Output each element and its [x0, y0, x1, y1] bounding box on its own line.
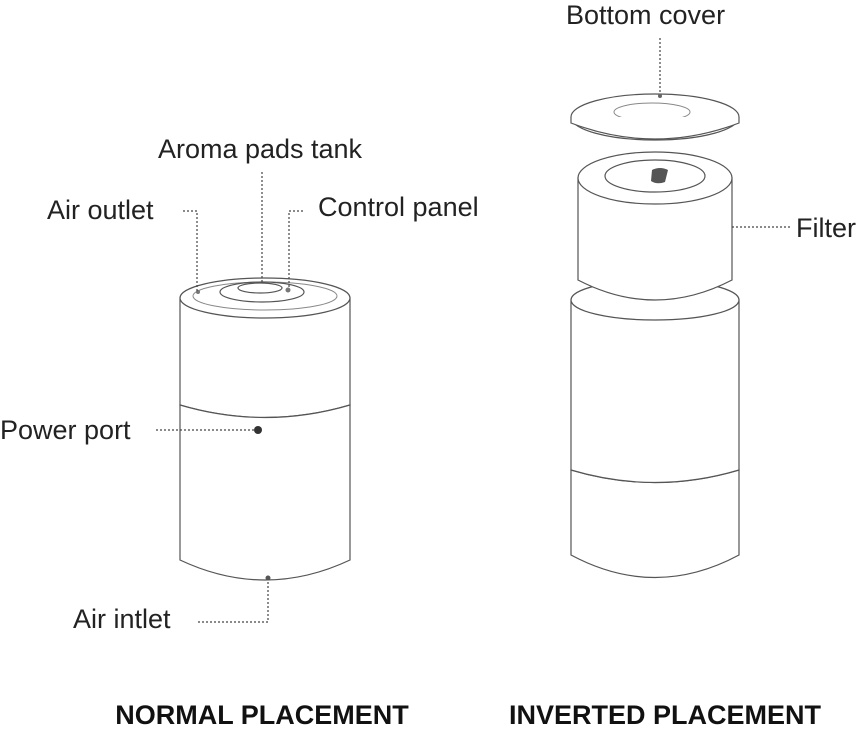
inverted-placement-device [570, 93, 740, 579]
label-aroma-pads-tank: Aroma pads tank [158, 134, 363, 164]
normal-control-dot [285, 287, 291, 293]
inverted-leader-lines [659, 38, 790, 228]
normal-top-knob-cap [237, 282, 283, 294]
normal-leader-lines [156, 172, 303, 623]
normal-inlet-dot [265, 575, 271, 581]
inverted-upper-shell [570, 299, 740, 484]
filter-cylinder [577, 177, 733, 301]
label-air-inlet: Air intlet [73, 604, 171, 634]
inverted-lower-shell [570, 469, 740, 579]
label-bottom-cover: Bottom cover [566, 0, 725, 30]
filter-tab [651, 168, 668, 184]
label-power-port: Power port [0, 415, 131, 445]
label-control-panel: Control panel [318, 192, 479, 222]
label-filter: Filter [796, 213, 856, 243]
caption-inverted-placement: INVERTED PLACEMENT [509, 700, 822, 730]
normal-placement-device [179, 277, 351, 581]
label-air-outlet: Air outlet [47, 195, 154, 225]
normal-lower-shell [179, 404, 351, 581]
power-port-icon [254, 426, 262, 434]
caption-normal-placement: NORMAL PLACEMENT [115, 700, 409, 730]
bottom-cover-edge [570, 117, 740, 140]
bottom-cover-dot [658, 94, 662, 98]
